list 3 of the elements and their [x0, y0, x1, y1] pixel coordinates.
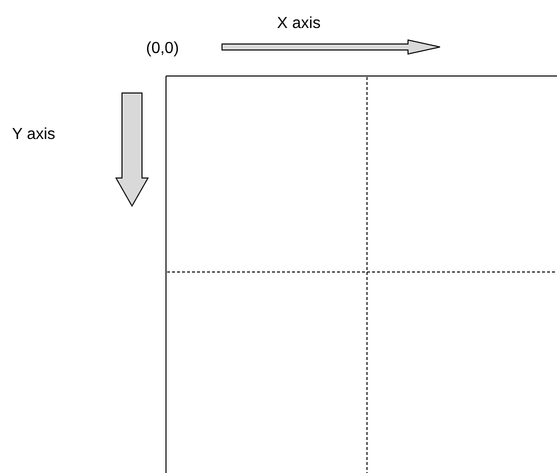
origin-label: (0,0) [146, 40, 179, 58]
axis-label: X axis [277, 15, 321, 33]
axis-label: Y axis [12, 126, 56, 144]
